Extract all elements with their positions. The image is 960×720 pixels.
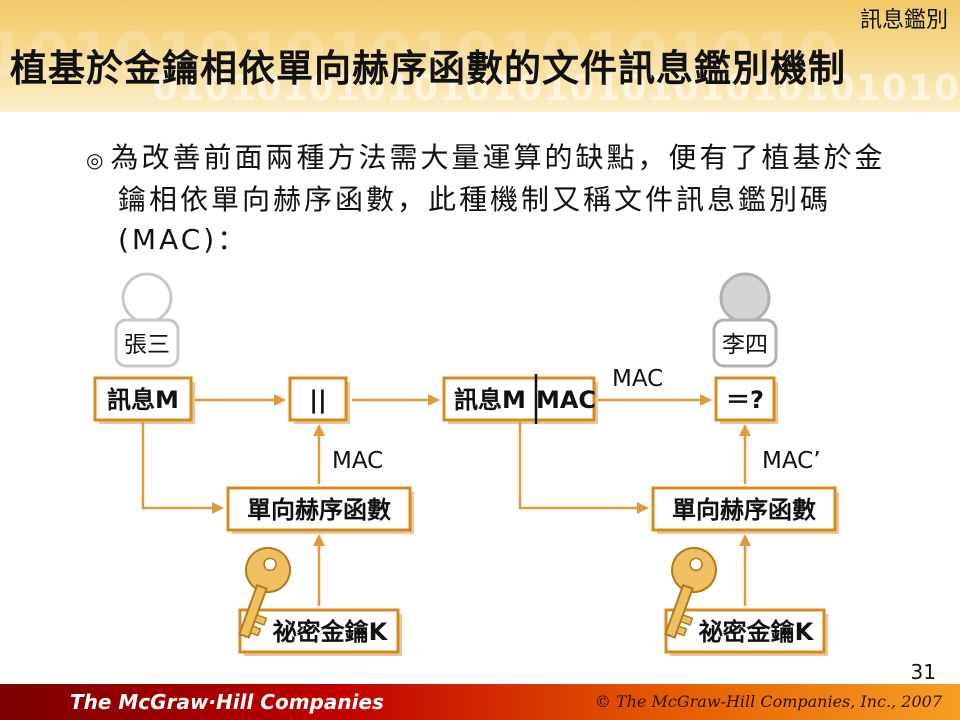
receiver-name: 李四 <box>722 332 768 358</box>
receiver-person: 李四 <box>712 272 778 368</box>
concat-box <box>288 376 348 422</box>
mac-diagram: 張三 李四 訊息M || 訊息M MAC ＝? 單向赫序函數 單向赫序函數 祕密… <box>93 272 839 656</box>
key-icon <box>238 547 291 639</box>
publisher-logo: The McGraw·Hill Companies <box>70 690 384 714</box>
header-binary-pattern: 0101010101010101010101010101010 <box>152 68 960 109</box>
key-box-right <box>664 608 826 654</box>
message-mac-right-label: MAC <box>536 386 596 414</box>
receiver-badge <box>712 318 778 368</box>
label-mac-up: MAC <box>332 448 383 474</box>
label-mac-prime: MAC’ <box>762 448 821 474</box>
bullet-line-2: 鑰相依單向赫序函數，此種機制又稱文件訊息鑑別碼 <box>118 183 832 216</box>
hash-box-left-label: 單向赫序函數 <box>247 496 391 524</box>
copyright-text: © The McGraw-Hill Companies, Inc., 2007 <box>594 692 942 711</box>
bullet-icon: ◎ <box>86 148 107 172</box>
compare-box-label: ＝? <box>726 386 764 414</box>
message-box-label: 訊息M <box>107 386 179 414</box>
message-box <box>93 376 193 422</box>
key-box-left-label: 祕密金鑰K <box>273 618 389 646</box>
hash-box-right-label: 單向赫序函數 <box>672 496 816 524</box>
footer-bar: The McGraw·Hill Companies © The McGraw-H… <box>0 684 960 720</box>
message-mac-box <box>442 376 596 422</box>
bullet-line-1: ◎為改善前面兩種方法需大量運算的缺點，便有了植基於金 <box>86 138 916 180</box>
slide-header: 0101010101010101010101010101010 01010101… <box>0 0 960 112</box>
label-mac-send: MAC <box>612 366 663 392</box>
hash-box-right <box>651 486 837 532</box>
sender-name: 張三 <box>124 332 170 358</box>
sender-badge <box>114 318 180 368</box>
person-icon <box>121 272 173 324</box>
compare-box <box>714 376 776 422</box>
page-number: 31 <box>910 660 936 684</box>
bullet-paragraph: ◎為改善前面兩種方法需大量運算的缺點，便有了植基於金 鑰相依單向赫序函數，此種機… <box>86 138 916 260</box>
person-icon <box>719 272 771 324</box>
header-binary-watermark: 0101010101010101010101010101010 <box>0 20 840 90</box>
section-tag: 訊息鑑別 <box>859 8 948 33</box>
page-title: 植基於金鑰相依單向赫序函數的文件訊息鑑別機制 <box>10 47 846 90</box>
arrow-message-to-hash-left <box>141 422 224 514</box>
key-icon <box>664 547 717 639</box>
arrow-message-to-hash-right <box>518 422 649 514</box>
bullet-text-1: 為改善前面兩種方法需大量運算的缺點，便有了植基於金 <box>110 141 886 174</box>
bullet-line-3: (MAC)： <box>118 223 249 256</box>
hash-box-left <box>226 486 412 532</box>
sender-person: 張三 <box>114 272 180 368</box>
key-box-right-label: 祕密金鑰K <box>699 618 815 646</box>
concat-box-label: || <box>309 386 327 414</box>
message-mac-left-label: 訊息M <box>454 386 526 414</box>
